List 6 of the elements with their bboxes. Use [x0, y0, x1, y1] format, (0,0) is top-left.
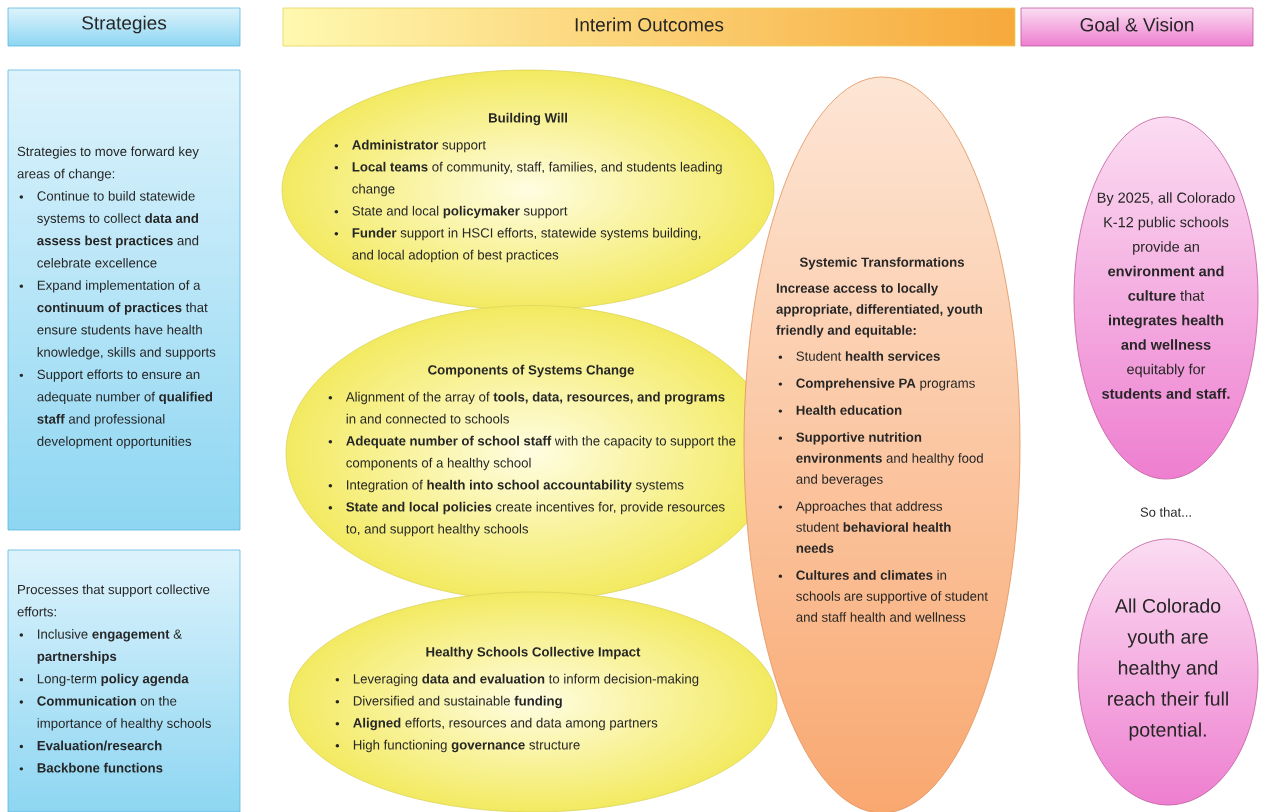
header-band: Interim Outcomes [282, 7, 1016, 47]
transition-text: So that... [1140, 507, 1191, 517]
strategy-box: Processes that support collective efforts: Inclusive engagement & partnerships Long-term policy agenda Communication on the importance of healthy schools Evaluation/research Backbone functions [7, 549, 241, 812]
header-band: Strategies [7, 7, 241, 47]
strategy-box: Strategies to move forward key areas of change: Continue to build statewide systems to collect data and assess best practices and celebrate excellence Expand implementation of a continuum of practices that ensure students have health knowledge, skills and supports Support efforts to ensure an adequate number of qualified staff and professional development opportunities [7, 69, 241, 531]
header-band: Goal & Vision [1020, 7, 1254, 47]
